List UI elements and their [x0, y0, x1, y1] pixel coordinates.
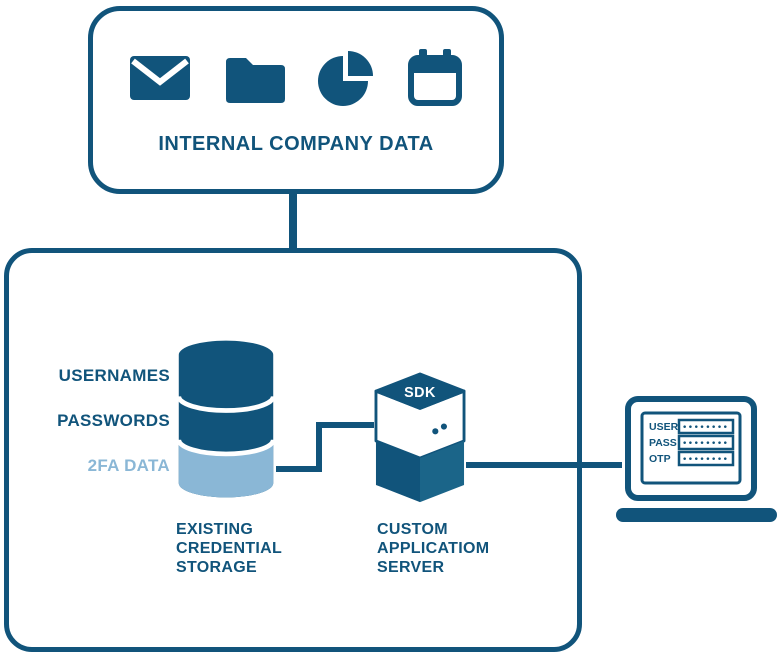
envelope-icon [130, 56, 190, 100]
main-box [4, 248, 582, 652]
folder-icon [226, 57, 285, 103]
connector-db-elbow-v [316, 422, 322, 472]
internal-company-data-box: INTERNAL COMPANY DATA [88, 6, 504, 194]
laptop-user-label: USER [649, 421, 679, 433]
server-caption-line2: APPLICATIOM [377, 540, 490, 557]
application-server-icon: SDK [374, 372, 466, 503]
pie-chart-icon [318, 51, 373, 106]
server-caption-line1: CUSTOM [377, 521, 448, 538]
laptop-otp-field [677, 450, 735, 467]
laptop-user-value: •••••••• [682, 423, 728, 433]
server-caption-line3: SERVER [377, 559, 445, 576]
credential-labels: USERNAMES PASSWORDS 2FA DATA [28, 366, 170, 501]
data-icon-row [93, 49, 499, 107]
connector-server-laptop [466, 462, 622, 468]
server-caption: CUSTOM APPLICATIOM SERVER [377, 520, 489, 577]
sdk-badge: SDK [404, 385, 436, 401]
usernames-label: USERNAMES [58, 366, 170, 385]
twofa-label: 2FA DATA [87, 456, 170, 475]
laptop-user-field [677, 418, 735, 435]
laptop-icon: USER •••••••• PASS •••••••• OTP •••••••• [616, 396, 777, 522]
laptop-base [616, 508, 777, 522]
connector-db-elbow-h2 [316, 422, 374, 428]
passwords-label: PASSWORDS [57, 411, 170, 430]
connector-topbox-mainbox [289, 192, 297, 252]
laptop-otp-label: OTP [649, 453, 671, 465]
laptop-pass-label: PASS [649, 437, 677, 449]
storage-caption-line1: EXISTING [176, 521, 254, 538]
storage-caption: EXISTING CREDENTIAL STORAGE [176, 520, 282, 577]
internal-company-data-title: INTERNAL COMPANY DATA [158, 133, 434, 155]
connector-db-elbow-h1 [276, 466, 322, 472]
calendar-icon [408, 49, 462, 106]
database-icon [176, 340, 276, 498]
laptop-pass-value: •••••••• [682, 439, 728, 449]
storage-caption-line2: CREDENTIAL [176, 540, 283, 557]
storage-caption-line3: STORAGE [176, 559, 257, 576]
laptop-pass-field [677, 434, 735, 451]
laptop-otp-value: •••••••• [682, 455, 728, 465]
